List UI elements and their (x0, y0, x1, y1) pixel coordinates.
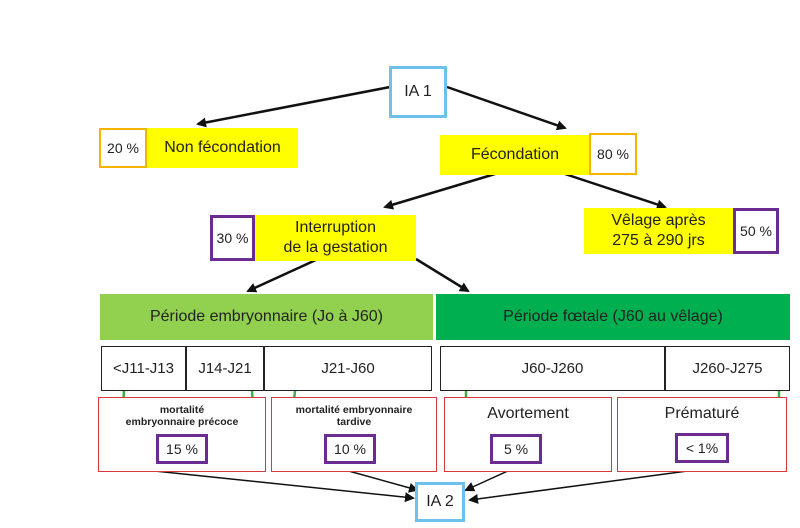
outcome-precoce-label: mortalité embryonnaire précoce (108, 402, 256, 430)
velage-line2: 275 à 290 jrs (612, 232, 705, 249)
arrow-avortement-to-ia2 (464, 469, 511, 492)
arrow-fecondation-to-velage (564, 172, 667, 210)
arrow-ia1-to-non-fecondation (196, 85, 391, 128)
interruption-line1: Interruption (295, 219, 376, 236)
arrow-fecondation-to-interruption (383, 172, 496, 210)
outcome-premature-label: Prématuré (664, 405, 740, 422)
arrow-interruption-to-embryonnaire (246, 257, 319, 293)
interval-cell-4: J60-J260 (440, 346, 665, 391)
arrow-tardive-to-ia2 (344, 469, 419, 493)
outcome-precoce-percent: 15 % (156, 434, 208, 464)
outcome-tardive-percent: 10 % (324, 434, 376, 464)
velage-percent: 50 % (733, 208, 779, 254)
arrow-ia1-to-fecondation (446, 85, 567, 131)
outcome-avortement-label: Avortement (487, 405, 569, 422)
velage-label: Vêlage après 275 à 290 jrs (584, 208, 733, 254)
interruption-percent: 30 % (210, 215, 255, 261)
arrow-premature-to-ia2 (468, 469, 696, 504)
fecondation-percent: 80 % (589, 133, 637, 175)
interruption-label: Interruption de la gestation (255, 215, 416, 261)
tardive-line1: mortalité embryonnaire (295, 404, 413, 416)
arrow-precoce-to-ia2 (144, 469, 415, 503)
interval-cell-1: <J11-J13 (101, 346, 186, 391)
non-fecondation-percent: 20 % (99, 128, 147, 168)
interval-cell-5: J260-J275 (665, 346, 790, 391)
ia2-node: IA 2 (415, 482, 465, 522)
periode-foetale-band: Période fœtale (J60 au vêlage) (436, 294, 790, 340)
precoce-line2: embryonnaire précoce (125, 416, 239, 428)
interruption-line2: de la gestation (283, 239, 388, 256)
velage-line1: Vêlage après (611, 212, 706, 229)
interval-cell-3: J21-J60 (264, 346, 432, 391)
outcome-tardive-label: mortalité embryonnaire tardive (281, 402, 427, 430)
tardive-line2: tardive (336, 416, 372, 428)
interval-cell-2: J14-J21 (186, 346, 264, 391)
ia1-node: IA 1 (389, 66, 447, 118)
precoce-line1: mortalité (159, 404, 205, 416)
outcome-avortement-percent: 5 % (490, 434, 542, 464)
outcome-premature-percent: < 1% (675, 433, 729, 463)
non-fecondation-label: Non fécondation (147, 128, 298, 168)
fecondation-label: Fécondation (440, 135, 590, 175)
periode-embryonnaire-band: Période embryonnaire (Jo à J60) (100, 294, 433, 340)
arrow-interruption-to-foetale (415, 257, 470, 293)
